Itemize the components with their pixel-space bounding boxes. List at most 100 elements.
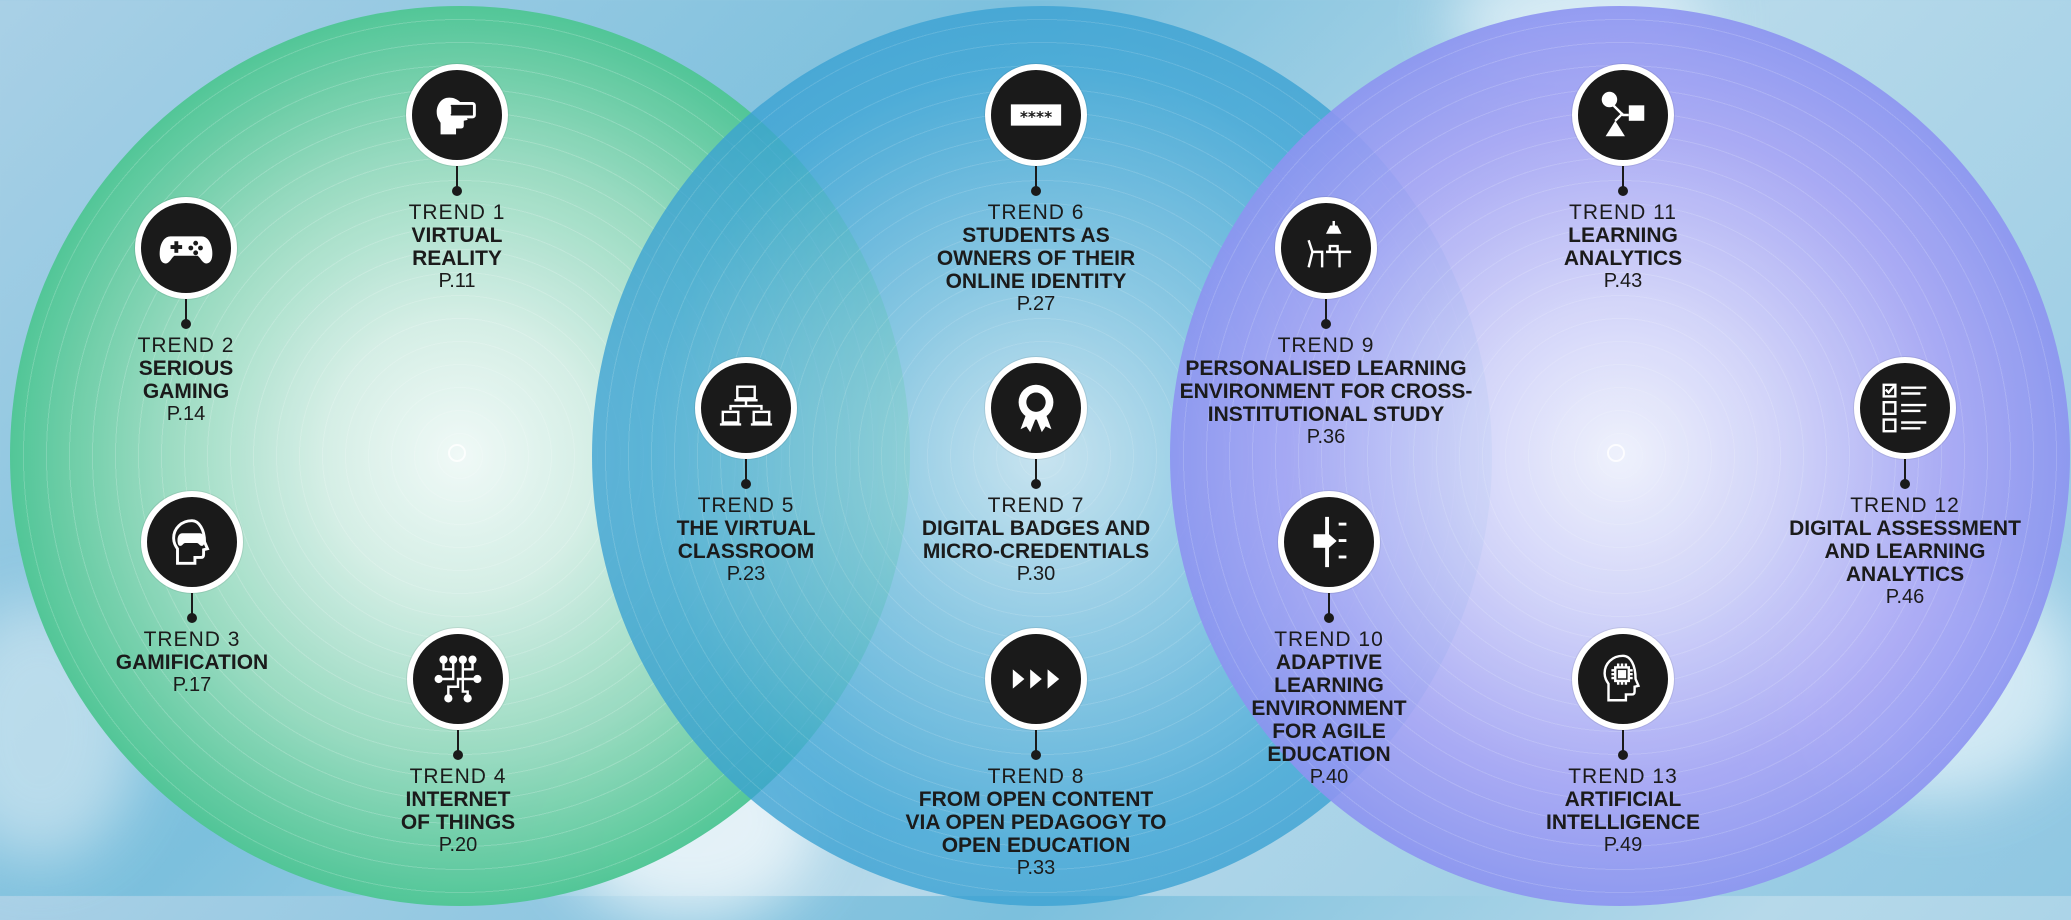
trend-title-line: STUDENTS AS bbox=[962, 224, 1110, 247]
trend-title-line: VIRTUAL bbox=[411, 224, 503, 247]
trend-title-line: INSTITUTIONAL STUDY bbox=[1207, 403, 1445, 426]
trend-page: P.27 bbox=[1016, 293, 1056, 315]
trend-page: P.23 bbox=[726, 563, 766, 585]
trend-title-line: ADAPTIVE bbox=[1275, 651, 1383, 674]
trend-title-line: ARTIFICIAL bbox=[1564, 788, 1682, 811]
gamepad-icon bbox=[135, 197, 237, 299]
circuit-icon bbox=[407, 628, 509, 730]
trend-title-line: ONLINE IDENTITY bbox=[945, 270, 1127, 293]
trend-title-line: OF THINGS bbox=[400, 811, 516, 834]
password-field-icon: **** bbox=[985, 64, 1087, 166]
trend-title-line: ENVIRONMENT FOR CROSS- bbox=[1179, 380, 1473, 403]
trend-title-line: CLASSROOM bbox=[677, 540, 815, 563]
connector-line bbox=[1321, 299, 1331, 329]
connector-line bbox=[452, 166, 462, 196]
trend-title-line: GAMIFICATION bbox=[115, 651, 269, 674]
trend-title-line: LEARNING bbox=[1274, 674, 1384, 697]
trend-title-line: INTERNET bbox=[405, 788, 511, 811]
trend-page: P.33 bbox=[1016, 857, 1056, 879]
trend-number: TREND 13 bbox=[1568, 765, 1678, 788]
trend-2[interactable]: TREND 2 SERIOUS GAMING P.14 bbox=[26, 197, 346, 425]
svg-text:****: **** bbox=[1020, 108, 1052, 126]
trend-6[interactable]: **** TREND 6 STUDENTS AS OWNERS OF THEIR… bbox=[876, 64, 1196, 315]
trend-number: TREND 3 bbox=[143, 628, 241, 651]
trend-3[interactable]: TREND 3 GAMIFICATION P.17 bbox=[32, 491, 352, 696]
shapes-flow-icon bbox=[1572, 64, 1674, 166]
connector-line bbox=[1900, 459, 1910, 489]
trend-9[interactable]: TREND 9 PERSONALISED LEARNING ENVIRONMEN… bbox=[1166, 197, 1486, 448]
trend-page: P.17 bbox=[172, 674, 212, 696]
trend-11[interactable]: TREND 11 LEARNING ANALYTICS P.43 bbox=[1463, 64, 1783, 292]
trend-title-line: GAMING bbox=[142, 380, 230, 403]
badge-rosette-icon bbox=[985, 357, 1087, 459]
trend-title-line: ENVIRONMENT bbox=[1251, 697, 1407, 720]
trend-number: TREND 1 bbox=[408, 201, 506, 224]
connector-line bbox=[181, 299, 191, 329]
connector-line bbox=[1031, 730, 1041, 760]
trend-title-line: LEARNING bbox=[1568, 224, 1678, 247]
trend-page: P.30 bbox=[1016, 563, 1056, 585]
trend-12[interactable]: TREND 12 DIGITAL ASSESSMENT AND LEARNING… bbox=[1745, 357, 2065, 608]
trend-title-line: MICRO-CREDENTIALS bbox=[922, 540, 1150, 563]
network-laptops-icon bbox=[695, 357, 797, 459]
trend-page: P.11 bbox=[438, 270, 476, 292]
trend-number: TREND 7 bbox=[987, 494, 1085, 517]
trend-title-line: VIA OPEN PEDAGOGY TO bbox=[905, 811, 1167, 834]
trend-page: P.36 bbox=[1306, 426, 1346, 448]
head-gamepad-icon bbox=[141, 491, 243, 593]
trend-title-line: OWNERS OF THEIR bbox=[936, 247, 1136, 270]
trend-title-line: PERSONALISED LEARNING bbox=[1185, 357, 1467, 380]
trend-page: P.49 bbox=[1603, 834, 1643, 856]
trend-number: TREND 5 bbox=[697, 494, 795, 517]
connector-line bbox=[453, 730, 463, 760]
trend-5[interactable]: TREND 5 THE VIRTUAL CLASSROOM P.23 bbox=[586, 357, 906, 585]
trend-title-line: EDUCATION bbox=[1267, 743, 1391, 766]
trend-4[interactable]: TREND 4 INTERNET OF THINGS P.20 bbox=[298, 628, 618, 856]
trend-title-line: THE VIRTUAL bbox=[676, 517, 816, 540]
trend-number: TREND 4 bbox=[409, 765, 507, 788]
connector-line bbox=[187, 593, 197, 623]
trend-page: P.20 bbox=[438, 834, 478, 856]
vr-headset-icon bbox=[406, 64, 508, 166]
desk-lamp-icon bbox=[1275, 197, 1377, 299]
trend-number: TREND 8 bbox=[987, 765, 1085, 788]
trend-page: P.14 bbox=[166, 403, 206, 425]
trend-title-line: FOR AGILE bbox=[1272, 720, 1386, 743]
trend-title-line: SERIOUS bbox=[138, 357, 234, 380]
triple-arrow-icon bbox=[985, 628, 1087, 730]
trend-number: TREND 2 bbox=[137, 334, 235, 357]
trend-page: P.43 bbox=[1603, 270, 1643, 292]
trend-10[interactable]: TREND 10 ADAPTIVE LEARNING ENVIRONMENT F… bbox=[1169, 491, 1489, 788]
trend-number: TREND 11 bbox=[1569, 201, 1677, 224]
connector-line bbox=[1618, 166, 1628, 196]
trend-number: TREND 9 bbox=[1277, 334, 1375, 357]
trend-title-line: AND LEARNING bbox=[1824, 540, 1986, 563]
trend-number: TREND 10 bbox=[1274, 628, 1384, 651]
connector-line bbox=[1618, 730, 1628, 760]
trend-page: P.40 bbox=[1309, 766, 1349, 788]
checklist-icon bbox=[1854, 357, 1956, 459]
trend-title-line: INTELLIGENCE bbox=[1545, 811, 1700, 834]
slider-adjust-icon bbox=[1278, 491, 1380, 593]
trend-title-line: OPEN EDUCATION bbox=[941, 834, 1131, 857]
trend-title-line: DIGITAL ASSESSMENT bbox=[1789, 517, 2021, 540]
trend-7[interactable]: TREND 7 DIGITAL BADGES AND MICRO-CREDENT… bbox=[876, 357, 1196, 585]
trend-title-line: DIGITAL BADGES AND bbox=[921, 517, 1151, 540]
trend-title-line: REALITY bbox=[412, 247, 502, 270]
trend-number: TREND 12 bbox=[1850, 494, 1960, 517]
trend-title-line: ANALYTICS bbox=[1563, 247, 1683, 270]
connector-line bbox=[1031, 459, 1041, 489]
trend-13[interactable]: TREND 13 ARTIFICIAL INTELLIGENCE P.49 bbox=[1463, 628, 1783, 856]
ai-head-icon bbox=[1572, 628, 1674, 730]
center-marker bbox=[448, 444, 466, 462]
trend-title-line: FROM OPEN CONTENT bbox=[918, 788, 1154, 811]
connector-line bbox=[1324, 593, 1334, 623]
trend-8[interactable]: TREND 8 FROM OPEN CONTENT VIA OPEN PEDAG… bbox=[876, 628, 1196, 879]
connector-line bbox=[1031, 166, 1041, 196]
trend-title-line: ANALYTICS bbox=[1845, 563, 1965, 586]
center-marker bbox=[1607, 444, 1625, 462]
trend-page: P.46 bbox=[1885, 586, 1925, 608]
trend-number: TREND 6 bbox=[987, 201, 1085, 224]
connector-line bbox=[741, 459, 751, 489]
trend-1[interactable]: TREND 1 VIRTUAL REALITY P.11 bbox=[297, 64, 617, 292]
